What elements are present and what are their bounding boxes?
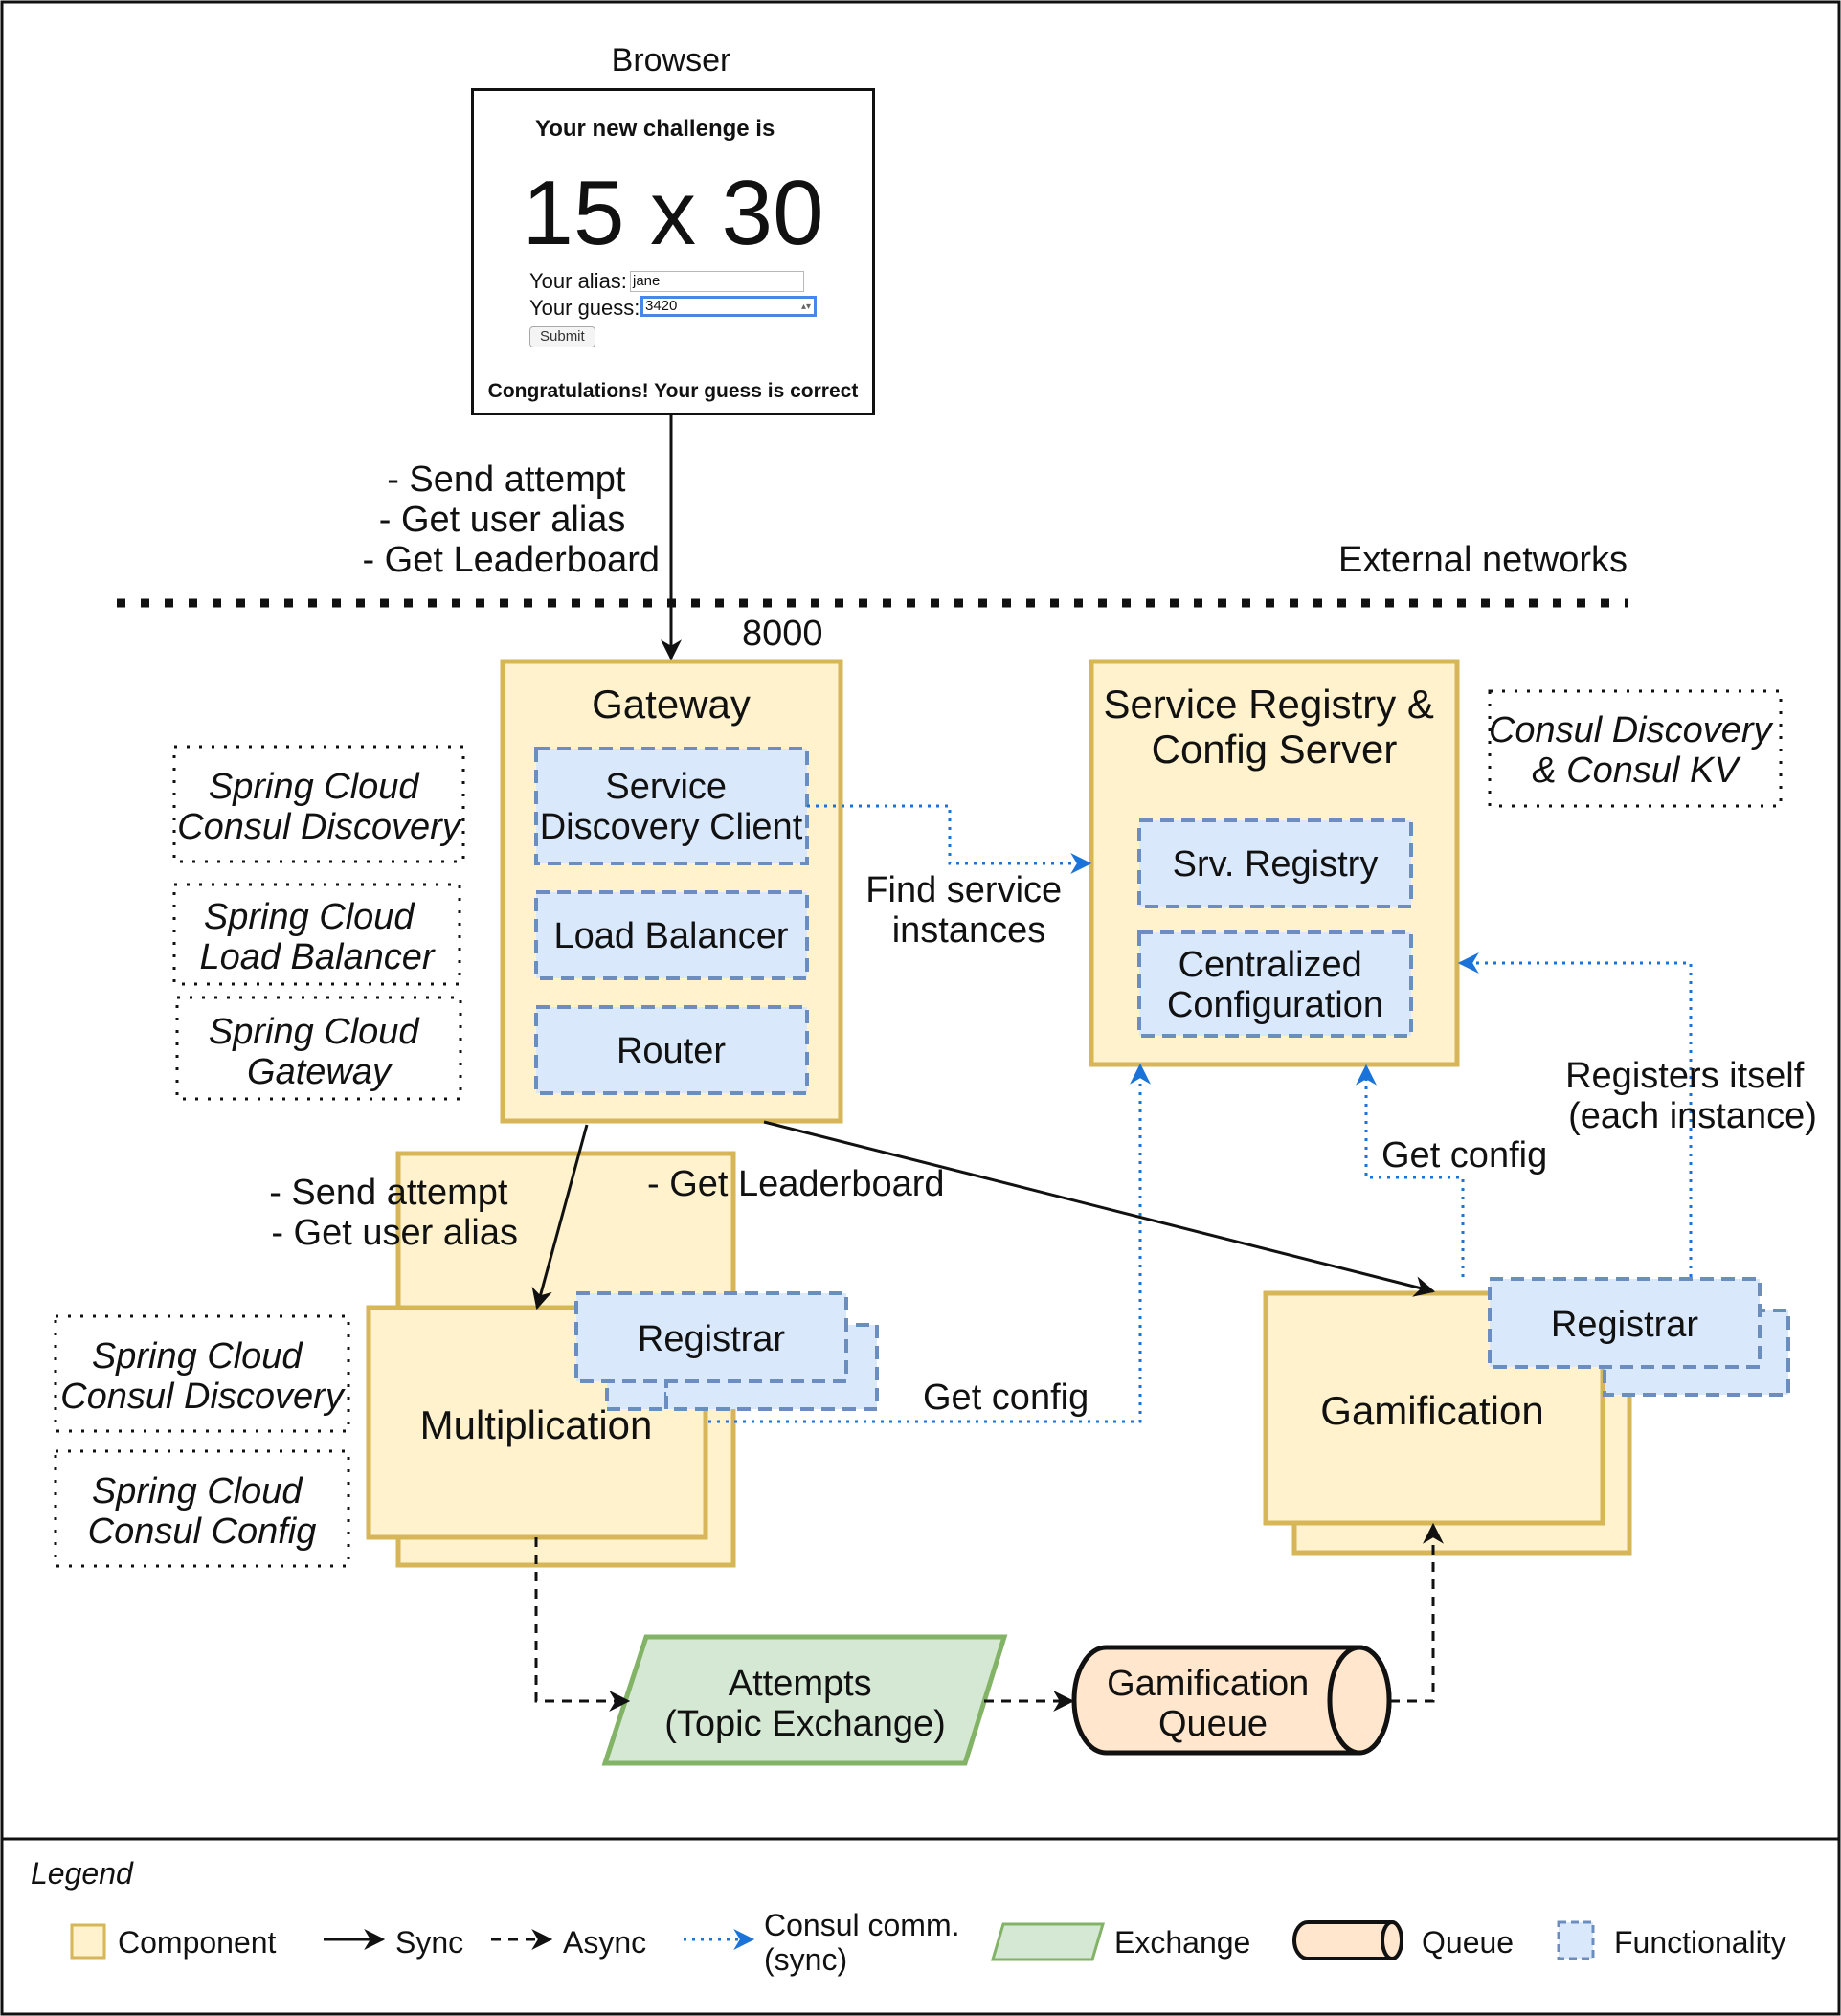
- gamification-queue-label: Gamification Queue: [1107, 1664, 1319, 1744]
- gamification-get-config-arrow: [1356, 1064, 1465, 1277]
- queue-end-cap: [1327, 1645, 1392, 1756]
- gateway-port-label: 8000: [742, 614, 823, 654]
- note-mult-discovery: [54, 1314, 350, 1433]
- router[interactable]: [534, 1005, 809, 1095]
- queue-to-gamification-arrow: [1390, 1522, 1444, 1703]
- gamification-title: Gamification: [1320, 1388, 1543, 1433]
- load-balancer-label: Load Balancer: [553, 916, 788, 956]
- find-service-arrow: [807, 804, 1092, 874]
- gateway-title: Gateway: [592, 682, 751, 727]
- srv-registry-label: Srv. Registry: [1173, 844, 1379, 885]
- result-message: Congratulations! Your guess is correct: [487, 380, 859, 402]
- legend-queue-label: Queue: [1422, 1925, 1514, 1960]
- stepper-icon[interactable]: ▴▾: [800, 302, 811, 312]
- note-registry-tech-text: Consul Discovery & Consul KV: [1489, 710, 1782, 791]
- legend-functionality-swatch: [1557, 1920, 1595, 1960]
- gateway-multiplication-label: - Send attempt - Get user alias: [269, 1173, 518, 1253]
- guess-label: Your guess:: [529, 296, 640, 320]
- legend-consul-label: Consul comm. (sync): [764, 1908, 968, 1977]
- note-mult-config-text: Spring Cloud Consul Config: [88, 1471, 317, 1552]
- alias-label: Your alias:: [529, 269, 627, 293]
- legend-async-label: Async: [563, 1925, 646, 1960]
- browser-gateway-label: - Send attempt - Get user alias - Get Le…: [362, 459, 660, 580]
- multiplication-registrar-label: Registrar: [638, 1319, 785, 1359]
- gamification-registrar[interactable]: [1488, 1277, 1762, 1369]
- challenge-heading: Your new challenge is: [535, 116, 775, 142]
- browser-window: Your new challenge is 15 x 30 Your alias…: [471, 88, 875, 415]
- registers-itself-arrow: [1457, 952, 1693, 1277]
- gateway-to-gamification-arrow: [763, 1120, 1436, 1297]
- note-mult-discovery-text: Spring Cloud Consul Discovery: [60, 1336, 346, 1417]
- service-discovery-client-label: Service Discovery Client: [540, 767, 803, 847]
- note-gateway-gw-text: Spring Cloud Gateway: [209, 1012, 429, 1092]
- srv-registry[interactable]: [1137, 818, 1413, 908]
- centralized-configuration-label: Centralized Configuration: [1167, 945, 1383, 1025]
- service-discovery-client[interactable]: [534, 747, 809, 865]
- note-gateway-discovery-text: Spring Cloud Consul Discovery: [177, 767, 462, 847]
- challenge-text: 15 x 30: [522, 162, 824, 264]
- registry-title: Service Registry & Config Server: [1103, 682, 1445, 772]
- alias-value: jane: [633, 273, 661, 289]
- legend-exchange-label: Exchange: [1114, 1925, 1250, 1960]
- legend-component-swatch: [70, 1923, 106, 1960]
- legend-functionality-label: Functionality: [1614, 1925, 1786, 1960]
- registers-itself-label: Registers itself (each instance): [1565, 1056, 1817, 1136]
- attempts-exchange[interactable]: [601, 1634, 1008, 1766]
- note-gateway-lb-text: Spring Cloud Load Balancer: [199, 897, 435, 977]
- multiplication-get-config-arrow: [708, 1063, 1151, 1423]
- guess-value: 3420: [645, 298, 678, 314]
- router-label: Router: [617, 1031, 726, 1071]
- multiplication-title: Multiplication: [420, 1402, 653, 1447]
- multiplication-registrar[interactable]: [574, 1291, 848, 1383]
- note-registry-tech: [1488, 689, 1783, 808]
- legend-sync-label: Sync: [395, 1925, 463, 1960]
- external-networks-label: External networks: [1338, 540, 1628, 580]
- submit-button[interactable]: Submit: [529, 326, 595, 347]
- legend-component-label: Component: [118, 1925, 277, 1960]
- gamification-get-config-label: Get config: [1381, 1135, 1547, 1176]
- alias-input[interactable]: jane: [630, 271, 804, 292]
- gateway-to-multiplication-arrow: [531, 1124, 589, 1310]
- multiplication-get-config-label: Get config: [923, 1378, 1089, 1418]
- multiplication-to-exchange-arrow: [534, 1537, 631, 1712]
- legend-exchange-swatch: [990, 1922, 1106, 1961]
- note-gateway-discovery: [172, 745, 465, 863]
- gamification-registrar-label: Registrar: [1551, 1305, 1698, 1345]
- guess-input[interactable]: 3420 ▴▾: [640, 296, 817, 317]
- find-service-label: Find service instances: [865, 870, 1071, 951]
- legend-queue-cap: [1381, 1920, 1403, 1960]
- gateway-gamification-label: - Get Leaderboard: [647, 1164, 945, 1204]
- browser-title: Browser: [612, 42, 731, 78]
- note-mult-config: [54, 1449, 350, 1568]
- centralized-configuration[interactable]: [1137, 930, 1413, 1038]
- load-balancer[interactable]: [534, 890, 809, 980]
- attempts-exchange-label: Attempts (Topic Exchange): [664, 1664, 946, 1744]
- legend-title: Legend: [31, 1856, 134, 1891]
